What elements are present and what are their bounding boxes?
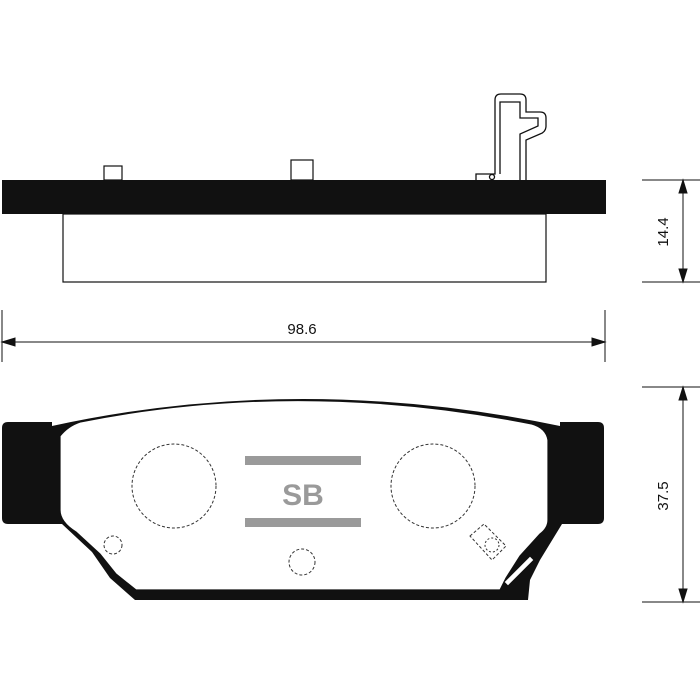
- piston-circle-left: [131, 443, 217, 529]
- side-view: [2, 93, 606, 283]
- thickness-label: 14.4: [655, 217, 672, 246]
- wear-indicator-clip: [475, 93, 547, 181]
- width-dimension: [0, 310, 607, 362]
- small-hole-left: [103, 535, 123, 555]
- small-hole-center: [288, 548, 316, 576]
- backing-plate: [2, 180, 606, 214]
- friction-material-side: [62, 213, 547, 283]
- wear-indicator-front: [469, 523, 535, 587]
- locating-tab-left: [103, 165, 123, 181]
- logo-text: SB: [282, 479, 324, 512]
- front-view: SB: [2, 399, 604, 600]
- width-label: 98.6: [287, 321, 316, 338]
- sb-logo: SB: [245, 456, 361, 527]
- piston-circle-right: [390, 443, 476, 529]
- friction-material-front: [59, 399, 549, 591]
- logo-bar-bottom: [245, 518, 361, 527]
- logo-bar-top: [245, 456, 361, 465]
- thickness-dimension: [642, 178, 700, 284]
- height-dimension: [642, 385, 700, 604]
- height-label: 37.5: [655, 481, 672, 510]
- locating-tab-middle: [290, 159, 314, 181]
